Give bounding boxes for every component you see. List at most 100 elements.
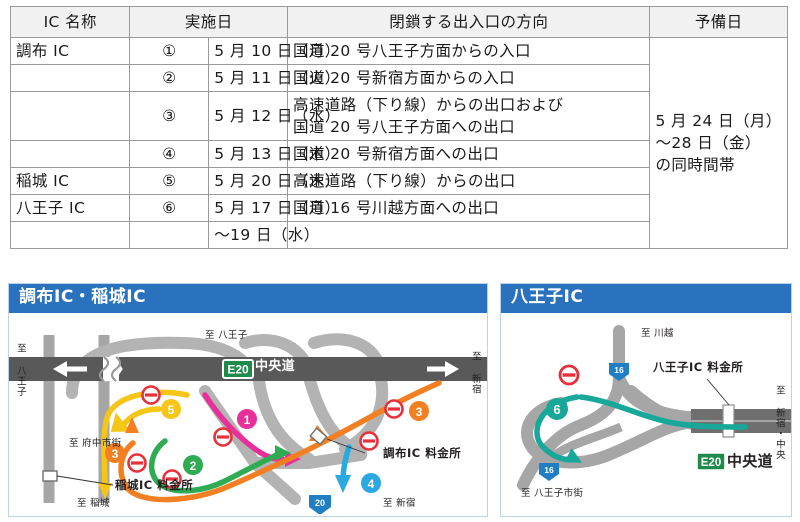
svg-text:3: 3: [416, 405, 423, 419]
panel-hachioji-map: 16 16 E20: [501, 312, 791, 514]
svg-text:16: 16: [614, 365, 624, 375]
cell-date: 5 月 11 日（火）: [208, 64, 340, 92]
cell-item-number: ①: [129, 37, 210, 65]
label-chuo-expressway: 中央道: [727, 451, 773, 470]
svg-text:E20: E20: [227, 362, 249, 376]
route-marker-4: 4: [361, 472, 381, 493]
spare-date-line-2: 〜28 日（金）: [655, 134, 761, 152]
column-header-date: 実施日: [129, 6, 289, 38]
direction-line: 高速道路（下り線）からの出口および: [293, 96, 564, 114]
panel-hachioji-title: 八王子IC: [501, 284, 791, 313]
closure-schedule-table: IC 名称 実施日 閉鎖する出入口の方向 予備日 調布 IC ① 5 月 10 …: [9, 6, 788, 249]
route-3-arrow-up: [125, 416, 139, 433]
cell-item-number: ⑥: [129, 194, 210, 222]
svg-text:5: 5: [168, 403, 175, 417]
svg-text:20: 20: [315, 498, 325, 508]
route-2-path: [149, 437, 284, 494]
closure-symbols: [127, 384, 404, 489]
label-to-inagi: 至 稲城: [77, 497, 110, 509]
panel-chofu-inagi: 調布IC・稲城IC: [8, 283, 488, 517]
svg-text:16: 16: [544, 465, 554, 475]
direction-line: 国道 20 号八王子方面への出口: [293, 118, 516, 136]
svg-text:6: 6: [553, 402, 560, 417]
table-row-continuation: 〜19 日（水）: [9, 221, 788, 249]
label-to-shinjuku-chuo: 至 新宿・中央: [773, 384, 785, 460]
cell-direction-empty: [287, 221, 651, 249]
direction-line: 国道 16 号川越方面への出口: [293, 199, 500, 217]
column-header-direction: 閉鎖する出入口の方向: [287, 6, 651, 38]
svg-text:3: 3: [112, 447, 119, 461]
route-marker-6: 6: [546, 397, 568, 420]
table-row: 八王子 IC ⑥ 5 月 17 日（月） 国道 16 号川越方面への出口: [9, 194, 788, 222]
label-to-kawagoe: 至 川越: [641, 327, 674, 339]
cell-date: 5 月 12 日（水）: [208, 91, 340, 141]
closure-symbol: [558, 364, 580, 385]
route-marker-1: 1: [237, 408, 257, 429]
route-2-arrow: [275, 444, 291, 461]
cell-ic-name: 八王子 IC: [9, 194, 131, 222]
route-4-arrow: [335, 474, 351, 493]
closure-schedule-table-wrapper: IC 名称 実施日 閉鎖する出入口の方向 予備日 調布 IC ① 5 月 10 …: [9, 6, 788, 249]
cell-item-number: ④: [129, 140, 210, 168]
label-inagi-tollgate: 稲城IC 料金所: [115, 477, 194, 492]
tollgate-marks: [42, 426, 366, 485]
direction-line: 国道 20 号八王子方面からの入口: [293, 42, 531, 60]
label-hachioji-tollgate: 八王子IC 料金所: [653, 359, 744, 374]
cell-ic-name: 稲城 IC: [9, 167, 131, 195]
table-row: 調布 IC ① 5 月 10 日（月） 国道 20 号八王子方面からの入口 5 …: [9, 37, 788, 249]
direction-line: 国道 20 号新宿方面への出口: [293, 145, 500, 163]
panel-chofu-inagi-map: E20: [9, 312, 487, 514]
cell-direction: 高速道路（下り線）からの出口: [287, 167, 651, 195]
route-5-arrow-2: [98, 482, 112, 499]
route-5-arrow: [110, 412, 131, 432]
column-header-ic-name: IC 名称: [9, 6, 131, 38]
cell-ic-name: 調布 IC: [9, 37, 131, 65]
cell-item-number: ③: [129, 91, 210, 141]
cell-spare-date: 5 月 24 日（月） 〜28 日（金） の同時間帯: [649, 37, 788, 249]
shield-route20-icon: 20: [309, 494, 331, 514]
route-3-path: [118, 379, 442, 502]
shield-route16-top-icon: 16: [609, 362, 629, 381]
cell-date: 5 月 20 日（木）: [208, 167, 340, 195]
cell-direction: 国道 20 号八王子方面からの入口: [287, 37, 651, 65]
label-to-hachioji-top: 至 八王子: [205, 329, 248, 341]
cell-item-number: ②: [129, 64, 210, 92]
column-header-spare-date: 予備日: [649, 6, 788, 38]
panel-hachioji: 八王子IC: [500, 283, 792, 517]
route-1-path: [202, 391, 294, 463]
spare-date-line-1: 5 月 24 日（月）: [655, 112, 782, 130]
label-to-hachioji-city: 至 八王子市街: [521, 487, 584, 499]
cell-date: 5 月 13 日（木）: [208, 140, 340, 168]
table-row: ④ 5 月 13 日（木） 国道 20 号新宿方面への出口: [9, 140, 788, 168]
svg-text:2: 2: [190, 459, 197, 473]
cell-date-continued: 〜19 日（水）: [208, 221, 319, 249]
cell-item-number-empty: [129, 221, 210, 249]
label-to-hachioji-left: 至 八王子: [14, 342, 26, 397]
cell-direction: 国道 20 号新宿方面からの入口: [287, 64, 651, 92]
table-header-row: IC 名称 実施日 閉鎖する出入口の方向 予備日: [9, 6, 788, 38]
cell-date: 5 月 10 日（月）: [208, 37, 340, 65]
label-to-shinjuku-right: 至 新宿: [469, 350, 481, 395]
label-chofu-tollgate: 調布IC 料金所: [383, 445, 462, 460]
map-panels: 調布IC・稲城IC: [8, 283, 792, 517]
route-6-arrow: [564, 447, 583, 463]
arrow-east: [427, 360, 459, 377]
svg-text:4: 4: [368, 477, 375, 491]
cell-ic-name-empty: [9, 221, 131, 249]
cell-ic-name: [9, 140, 131, 168]
shield-e20-icon: E20: [222, 358, 254, 379]
route-marker-3b: 3: [409, 400, 429, 421]
chofu-inagi-map-svg: E20: [9, 332, 487, 514]
cell-direction: 高速道路（下り線）からの出口および 国道 20 号八王子方面への出口: [287, 91, 651, 141]
cell-direction: 国道 16 号川越方面への出口: [287, 194, 651, 222]
label-to-fuchu: 至 府中市街: [69, 437, 122, 449]
cell-item-number: ⑤: [129, 167, 210, 195]
spare-date-line-3: の同時間帯: [655, 156, 735, 174]
label-to-shinjuku-bottom: 至 新宿: [383, 497, 416, 509]
cell-direction: 国道 20 号新宿方面への出口: [287, 140, 651, 168]
panel-chofu-inagi-title: 調布IC・稲城IC: [9, 284, 487, 313]
cell-date: 5 月 17 日（月）: [208, 194, 340, 222]
table-row: ② 5 月 11 日（火） 国道 20 号新宿方面からの入口: [9, 64, 788, 92]
shield-e20-icon: E20: [696, 451, 726, 471]
route-marker-5: 5: [161, 398, 181, 419]
